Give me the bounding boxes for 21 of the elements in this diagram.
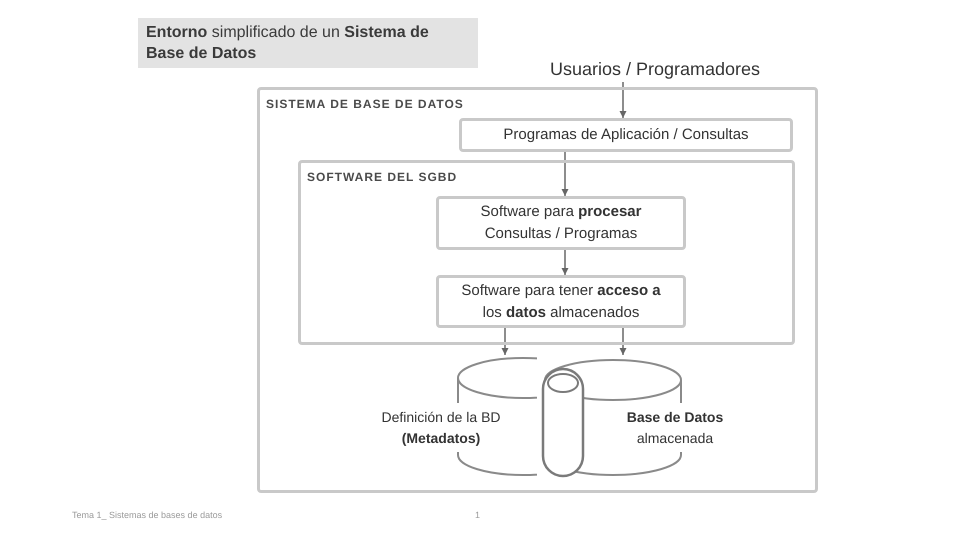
footer-text: Tema 1_ Sistemas de bases de datos [72,509,222,522]
group-frame [298,160,795,345]
box-text: Programas de Aplicación / Consultas [503,125,749,145]
database-label: Definición de la BD (Metadatos) [380,408,502,448]
arrow [562,250,568,275]
box-text: Software para procesar Consultas / Programas [480,202,642,244]
group-frame [257,87,818,493]
footer-text: 1 [475,509,480,522]
box-text: Software para tener acceso a los datos almacenados [460,280,662,322]
title-banner: Entorno simplificado de un Sistema de Base de Datos [138,18,478,68]
arrow [562,152,568,196]
arrow [620,82,626,118]
process-box [436,196,686,250]
arrow [620,328,626,355]
group-heading: SISTEMA DE BASE DE DATOS [266,96,464,113]
arrow [502,328,508,355]
group-heading: SOFTWARE DEL SGBD [307,169,458,186]
database-label: Base de Datos almacenada [626,408,724,448]
process-box [459,118,793,152]
text-label: Usuarios / Programadores [520,56,790,82]
process-box [436,275,686,328]
